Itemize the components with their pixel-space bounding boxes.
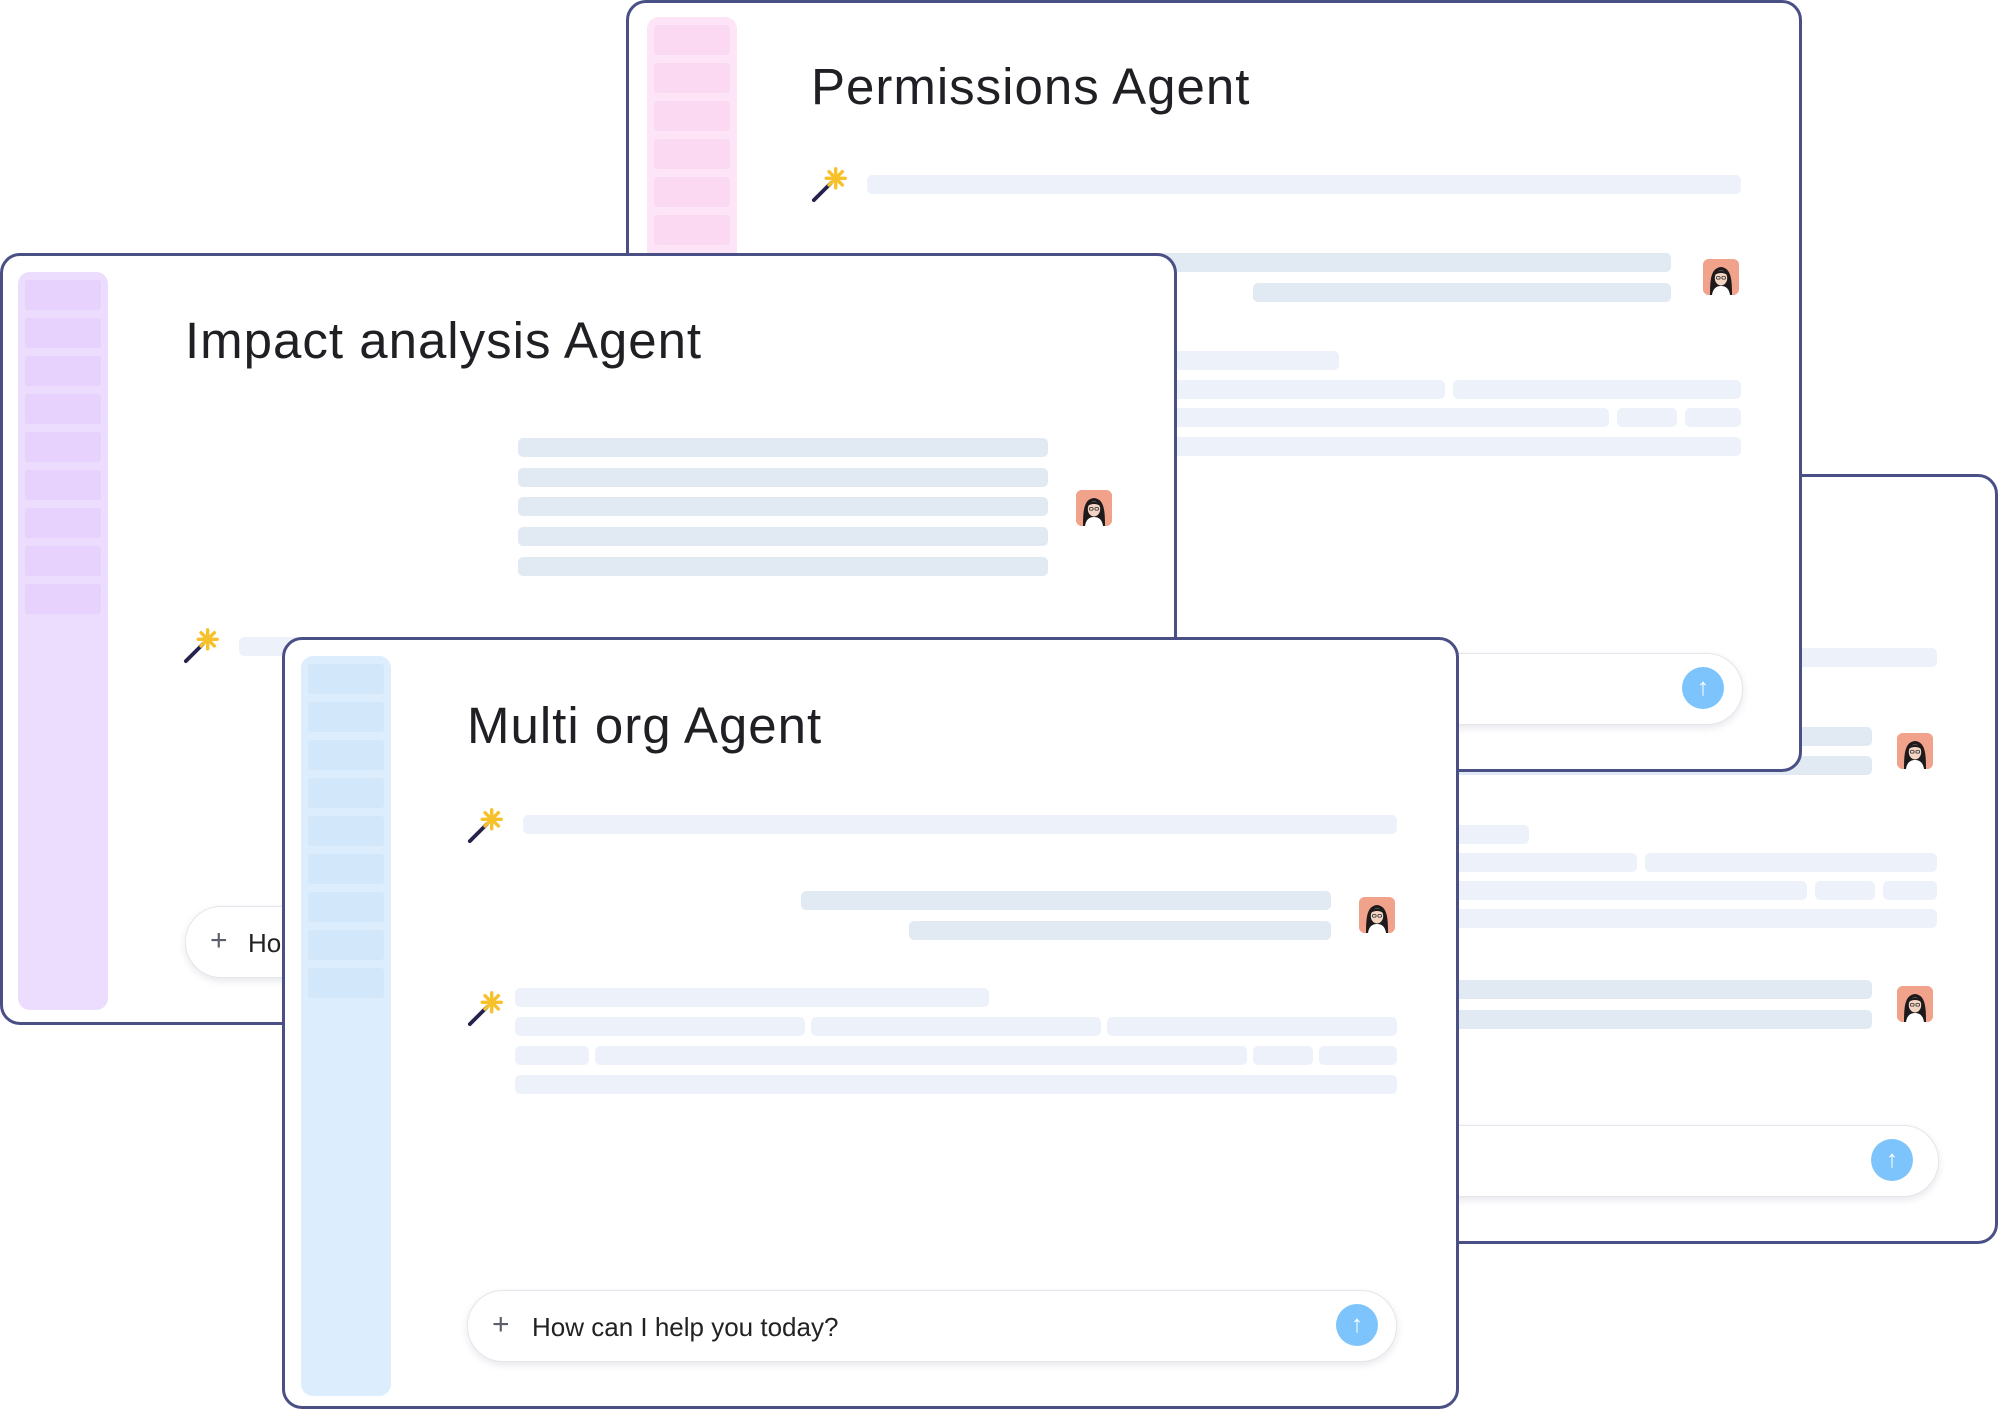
placeholder-line [1379,980,1872,999]
sidebar-item[interactable] [308,930,384,960]
placeholder-line [1253,283,1671,302]
placeholder-line [1089,437,1741,456]
placeholder-line [1645,853,1937,872]
placeholder-line [1815,881,1875,900]
sidebar-item[interactable] [25,318,101,348]
sidebar-item[interactable] [25,432,101,462]
user-avatar [1897,986,1933,1022]
chat-input-placeholder: How can I help you today? [532,1312,839,1342]
placeholder-line [1685,408,1741,427]
chat-input-placeholder: Ho [248,928,282,958]
sidebar [18,272,108,1010]
user-avatar [1897,733,1933,769]
placeholder-line [801,891,1331,910]
chat-input[interactable]: ↑ [1379,1125,1939,1197]
placeholder-line [1379,881,1807,900]
sidebar-item[interactable] [654,139,730,169]
placeholder-line [1379,1010,1872,1029]
sidebar-item[interactable] [25,280,101,310]
sidebar-item[interactable] [308,892,384,922]
user-avatar [1359,897,1395,933]
sidebar [301,656,391,1396]
placeholder-line [867,175,1741,194]
placeholder-line [1253,1046,1313,1065]
placeholder-line [1379,909,1937,928]
sidebar-item[interactable] [25,508,101,538]
plus-icon[interactable]: + [492,1308,510,1341]
sidebar-item[interactable] [654,177,730,207]
placeholder-line [1089,380,1445,399]
sidebar-item[interactable] [308,816,384,846]
placeholder-line [515,1075,1397,1094]
sidebar-item[interactable] [308,664,384,694]
placeholder-line [1089,408,1609,427]
placeholder-line [515,988,989,1007]
placeholder-line [595,1046,1247,1065]
multi-org-agent-window: Multi org Agent + How can I help you tod… [282,637,1459,1409]
placeholder-line [1124,253,1671,272]
sidebar-item[interactable] [308,854,384,884]
window-title: Permissions Agent [811,58,1251,115]
sidebar-item[interactable] [25,546,101,576]
sidebar-item[interactable] [654,215,730,245]
window-title: Impact analysis Agent [185,312,703,369]
sidebar-item[interactable] [308,702,384,732]
placeholder-line [518,527,1048,546]
sidebar-item[interactable] [25,470,101,500]
send-button[interactable]: ↑ [1871,1139,1913,1181]
send-button[interactable]: ↑ [1682,667,1724,709]
placeholder-line [518,557,1048,576]
chat-input[interactable]: + How can I help you today? ↑ [467,1290,1397,1362]
sidebar-item[interactable] [308,778,384,808]
placeholder-line [515,1046,589,1065]
sidebar-item[interactable] [25,356,101,386]
window-title: Multi org Agent [467,697,823,754]
placeholder-line [811,1017,1101,1036]
send-button[interactable]: ↑ [1336,1304,1378,1346]
sidebar-item[interactable] [654,101,730,131]
placeholder-line [1107,1017,1397,1036]
placeholder-line [523,815,1397,834]
placeholder-line [1319,1046,1397,1065]
plus-icon[interactable]: + [210,924,228,957]
magic-wand-icon [467,989,505,1027]
magic-wand-icon [183,626,221,664]
sidebar-item[interactable] [654,63,730,93]
sidebar-item[interactable] [25,394,101,424]
sidebar-item[interactable] [308,740,384,770]
placeholder-line [909,921,1331,940]
placeholder-line [518,468,1048,487]
placeholder-line [1453,380,1741,399]
placeholder-line [515,1017,805,1036]
user-avatar [1703,259,1739,295]
placeholder-line [518,497,1048,516]
placeholder-line [1883,881,1937,900]
placeholder-line [518,438,1048,457]
placeholder-line [1617,408,1677,427]
sidebar-item[interactable] [654,25,730,55]
user-avatar [1076,490,1112,526]
magic-wand-icon [811,165,849,203]
sidebar-item[interactable] [25,584,101,614]
sidebar-item[interactable] [308,968,384,998]
magic-wand-icon [467,806,505,844]
